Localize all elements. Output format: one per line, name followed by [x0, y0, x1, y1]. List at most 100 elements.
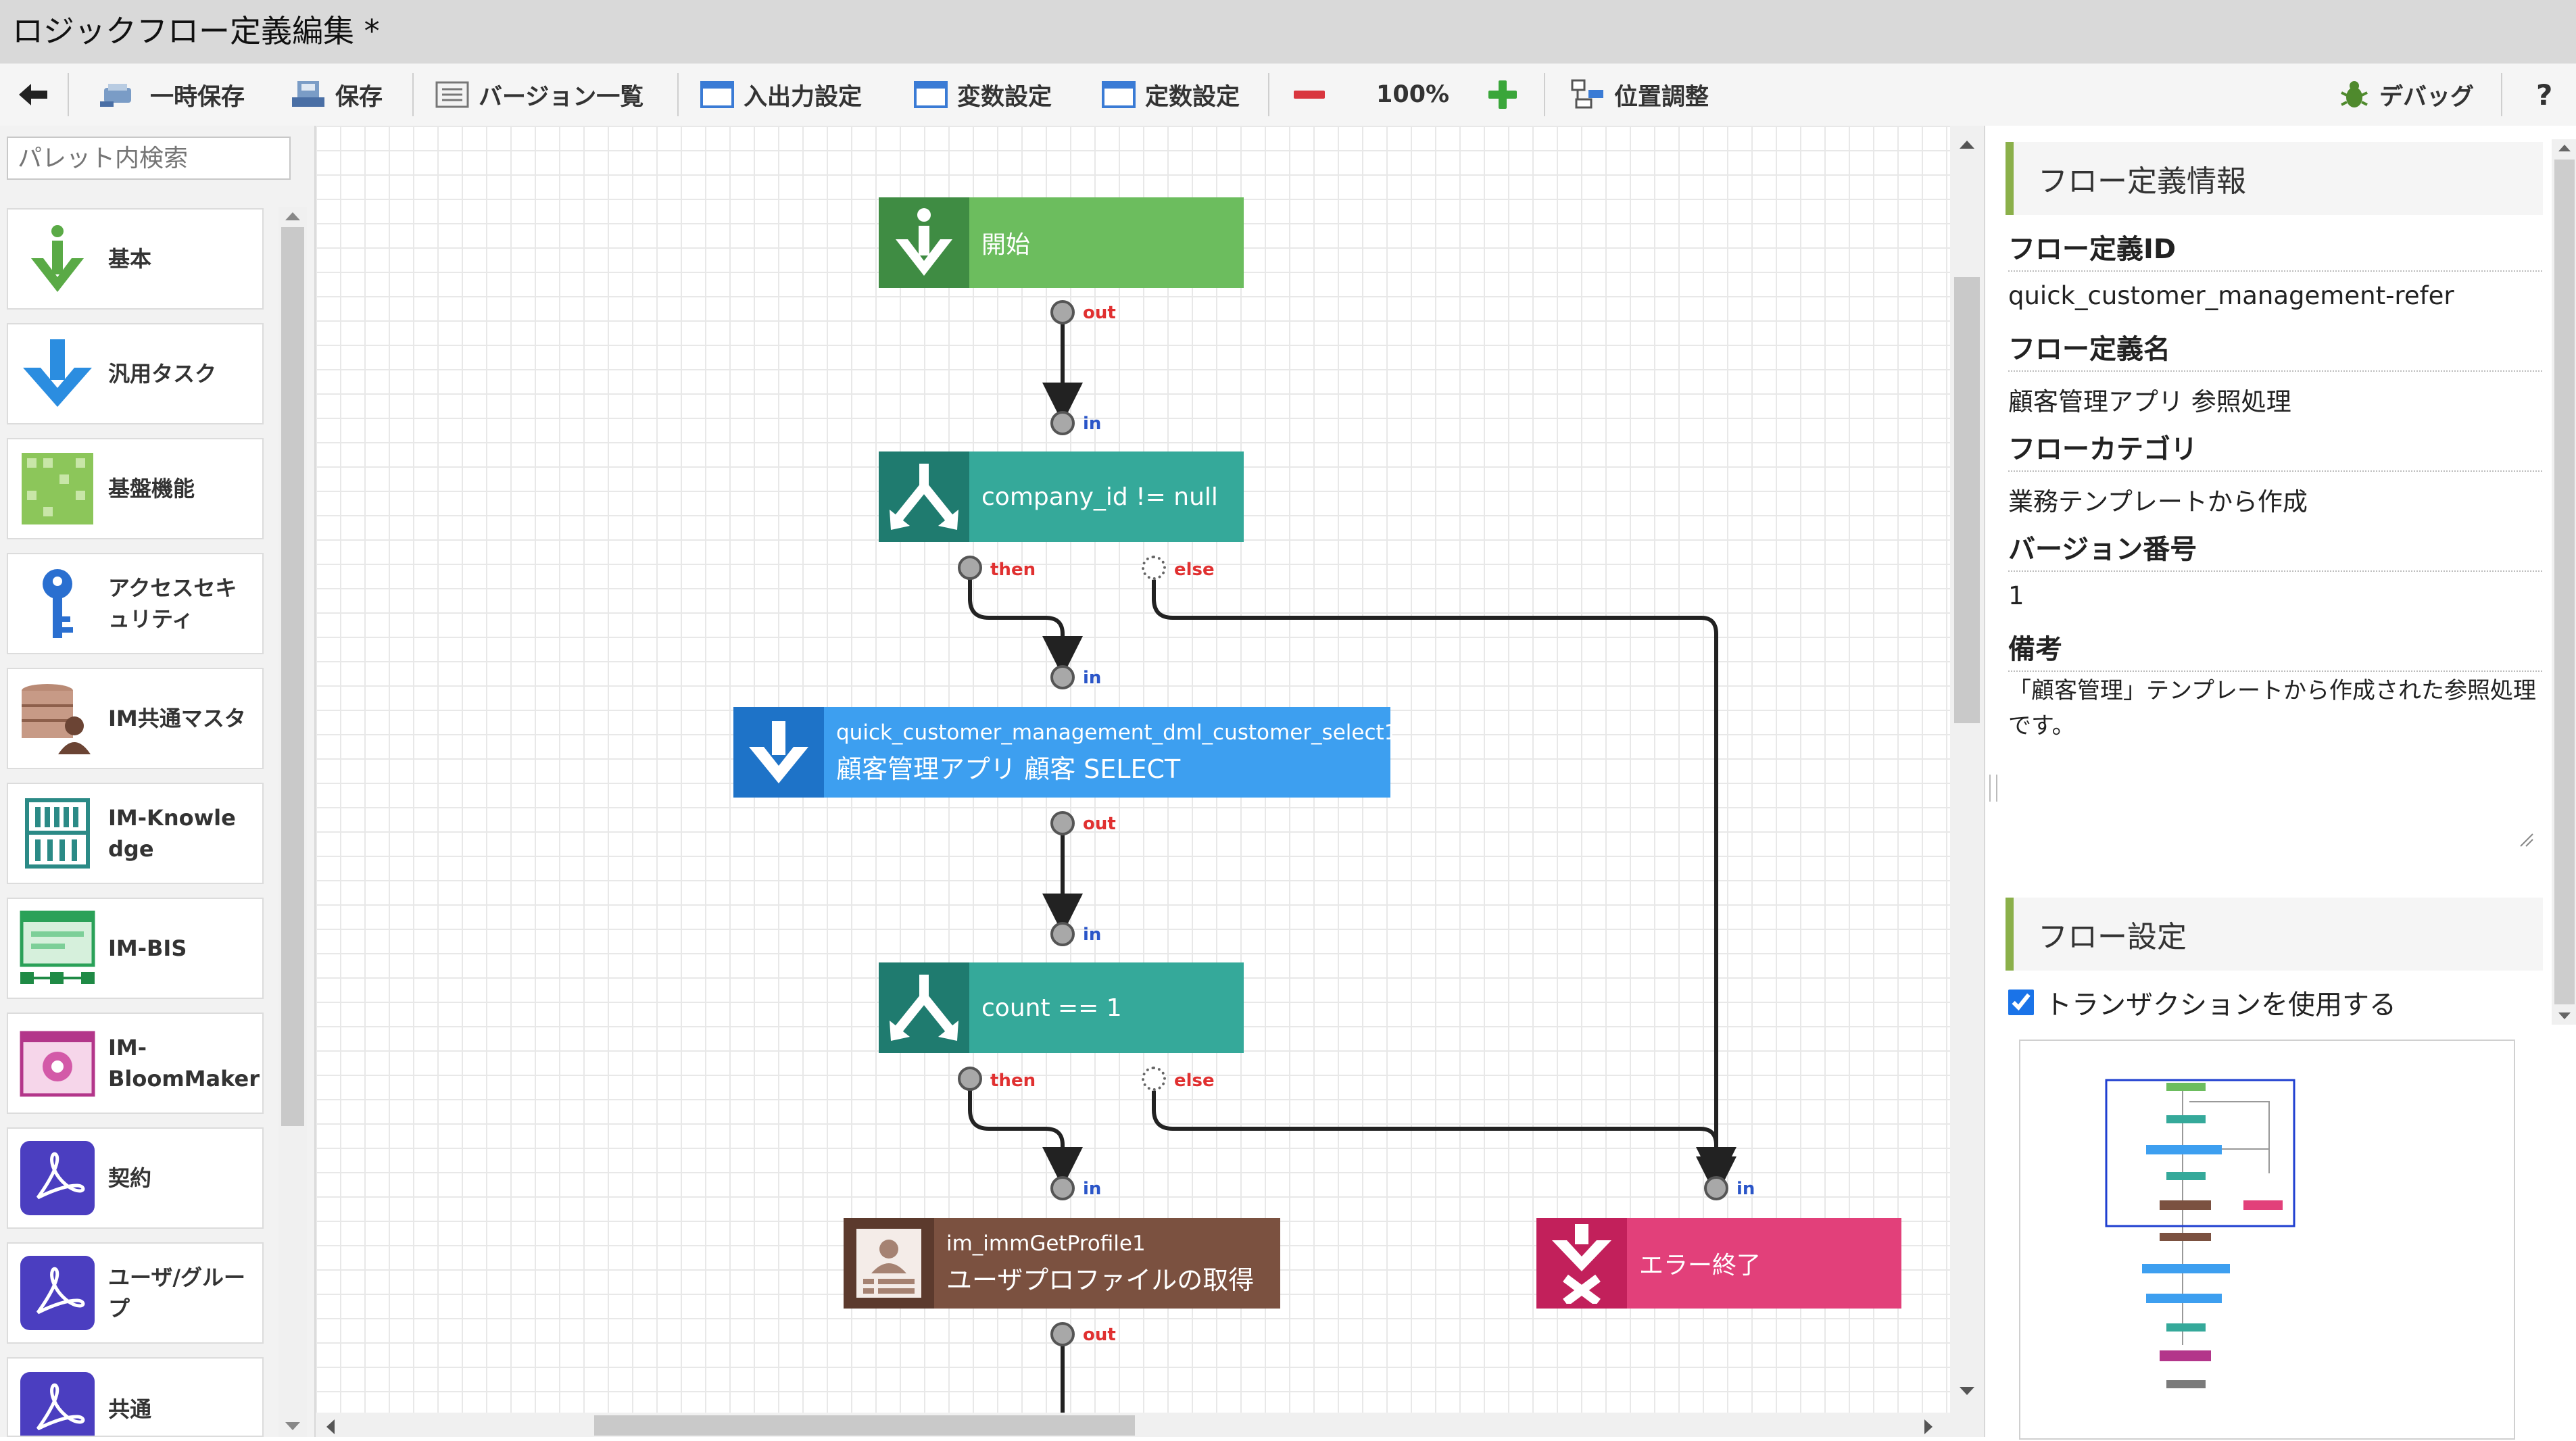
scroll-up-icon [2558, 145, 2571, 151]
save-button[interactable]: 保存 [291, 64, 383, 126]
temp-save-button[interactable]: 一時保存 [100, 64, 245, 126]
canvas-vertical-scroll-thumb[interactable] [1954, 277, 1980, 723]
branch-icon [890, 975, 958, 1041]
palette-scrollbar[interactable] [278, 207, 307, 1437]
panel-splitter-handle[interactable] [1989, 775, 1997, 802]
minimap-viewport [2105, 1079, 2295, 1227]
palette-item-general-task[interactable]: 汎用タスク [7, 323, 264, 424]
task-out-port[interactable] [1050, 811, 1075, 835]
transaction-checkbox[interactable] [2008, 990, 2034, 1015]
start-node-icon-box [879, 197, 969, 288]
scroll-down-icon [2558, 1012, 2571, 1019]
profile-in-port[interactable] [1050, 1176, 1075, 1200]
category-value: 業務テンプレートから作成 [2008, 487, 2308, 516]
condition-node-count[interactable]: count == 1 [879, 962, 1244, 1053]
palette-item-im-knowledge[interactable]: IM-Knowledge [7, 783, 264, 884]
bis-flow-icon [20, 910, 95, 984]
palette-item-basic[interactable]: 基本 [7, 208, 264, 310]
palette-item-access-security[interactable]: アクセスセキュリティ [7, 553, 264, 654]
version-label: バージョン番号 [2008, 527, 2542, 572]
green-grid-icon [22, 453, 93, 524]
port-label-out: out [1083, 303, 1116, 323]
canvas-vertical-scrollbar[interactable] [1950, 126, 1984, 1437]
window-icon [1102, 81, 1136, 108]
task-node-customer-select[interactable]: quick_customer_management_dml_customer_s… [733, 707, 1397, 798]
cond1-then-port[interactable] [958, 556, 982, 580]
task-node-label: 顧客管理アプリ 顧客 SELECT [836, 754, 1181, 784]
scroll-down-icon [1960, 1387, 1974, 1395]
minus-icon [1294, 91, 1325, 99]
palette-item-im-bis[interactable]: IM-BIS [7, 898, 264, 999]
error-in-port[interactable] [1704, 1176, 1728, 1200]
pdf-icon [20, 1372, 95, 1436]
task-node-id: quick_customer_management_dml_customer_s… [836, 720, 1398, 745]
version-list-button[interactable]: バージョン一覧 [435, 64, 643, 126]
palette-scroll-thumb[interactable] [281, 227, 304, 1126]
error-end-icon [1552, 1224, 1611, 1304]
port-label-in: in [1083, 414, 1102, 434]
palette-search-input[interactable] [7, 137, 291, 180]
scroll-right-icon [1924, 1419, 1933, 1434]
port-label-in: in [1083, 668, 1102, 688]
profile-node-icon-box [844, 1218, 934, 1309]
error-end-node[interactable]: エラー終了 [1536, 1218, 1901, 1309]
io-settings-button[interactable]: 入出力設定 [700, 64, 862, 126]
canvas-horizontal-scrollbar[interactable] [316, 1413, 1950, 1437]
branch-icon [890, 464, 958, 530]
flow-canvas[interactable]: 開始 out in company_id != null then else i… [316, 126, 1951, 1437]
blue-down-arrow-icon [749, 721, 808, 783]
palette-item-common[interactable]: 共通 [7, 1357, 264, 1437]
condition-node-company-id[interactable]: company_id != null [879, 451, 1244, 542]
port-label-then: then [990, 560, 1036, 580]
back-button[interactable] [18, 64, 49, 126]
zoom-out-button[interactable] [1294, 64, 1325, 126]
canvas-horizontal-scroll-thumb[interactable] [594, 1415, 1135, 1436]
resize-handle-icon [2520, 833, 2533, 847]
category-label: フローカテゴリ [2008, 427, 2542, 472]
cond2-then-port[interactable] [958, 1067, 982, 1091]
palette-item-platform[interactable]: 基盤機能 [7, 438, 264, 539]
bug-icon [2341, 81, 2368, 107]
palette-item-im-master[interactable]: IM共通マスタ [7, 668, 264, 769]
cond2-else-port[interactable] [1142, 1067, 1166, 1091]
task-in-port[interactable] [1050, 665, 1075, 689]
flow-name-value: 顧客管理アプリ 参照処理 [2008, 387, 2291, 416]
start-out-port[interactable] [1050, 300, 1075, 324]
constant-settings-button[interactable]: 定数設定 [1102, 64, 1240, 126]
condition-node-icon-box [879, 451, 969, 542]
port-label-in: in [1083, 1179, 1102, 1199]
window-title: ロジックフロー定義編集 * [12, 13, 380, 49]
pdf-icon [20, 1141, 95, 1215]
palette-item-contract[interactable]: 契約 [7, 1127, 264, 1229]
debug-button[interactable]: デバッグ [2339, 64, 2474, 126]
minimap[interactable] [2019, 1040, 2515, 1440]
arrange-button[interactable]: 位置調整 [1571, 64, 1709, 126]
task-node-user-profile[interactable]: im_immGetProfile1 ユーザプロファイルの取得 [844, 1218, 1280, 1309]
transaction-option[interactable]: トランザクションを使用する [2008, 983, 2396, 1022]
toolbar-divider [1544, 73, 1545, 116]
variable-settings-button[interactable]: 変数設定 [914, 64, 1052, 126]
cond2-in-port[interactable] [1050, 922, 1075, 946]
list-icon [435, 81, 469, 108]
remarks-textarea[interactable]: 「顧客管理」テンプレートから作成された参照処理です。 [2008, 677, 2536, 739]
help-button[interactable]: ? [2536, 78, 2553, 112]
start-node[interactable]: 開始 [879, 197, 1244, 288]
properties-scrollbar[interactable] [2552, 139, 2576, 1025]
flow-id-value: quick_customer_management-refer [2008, 281, 2454, 310]
properties-scroll-thumb[interactable] [2554, 160, 2575, 1004]
minimap-preview [2105, 1079, 2295, 1388]
toolbar-divider [2501, 73, 2502, 116]
toolbar-divider [412, 73, 414, 116]
bloommaker-icon [20, 1031, 95, 1097]
zoom-in-button[interactable] [1487, 64, 1518, 126]
port-label-in: in [1083, 925, 1102, 945]
profile-out-port[interactable] [1050, 1322, 1075, 1346]
pdf-icon [20, 1256, 95, 1330]
window-icon [700, 81, 734, 108]
cond1-in-port[interactable] [1050, 411, 1075, 435]
cond1-else-port[interactable] [1142, 556, 1166, 580]
palette-item-im-bloommaker[interactable]: IM-BloomMaker [7, 1012, 264, 1114]
flow-id-label: フロー定義ID [2008, 227, 2542, 272]
flow-name-label: フロー定義名 [2008, 327, 2542, 372]
palette-item-user-group[interactable]: ユーザ/グループ [7, 1242, 264, 1344]
